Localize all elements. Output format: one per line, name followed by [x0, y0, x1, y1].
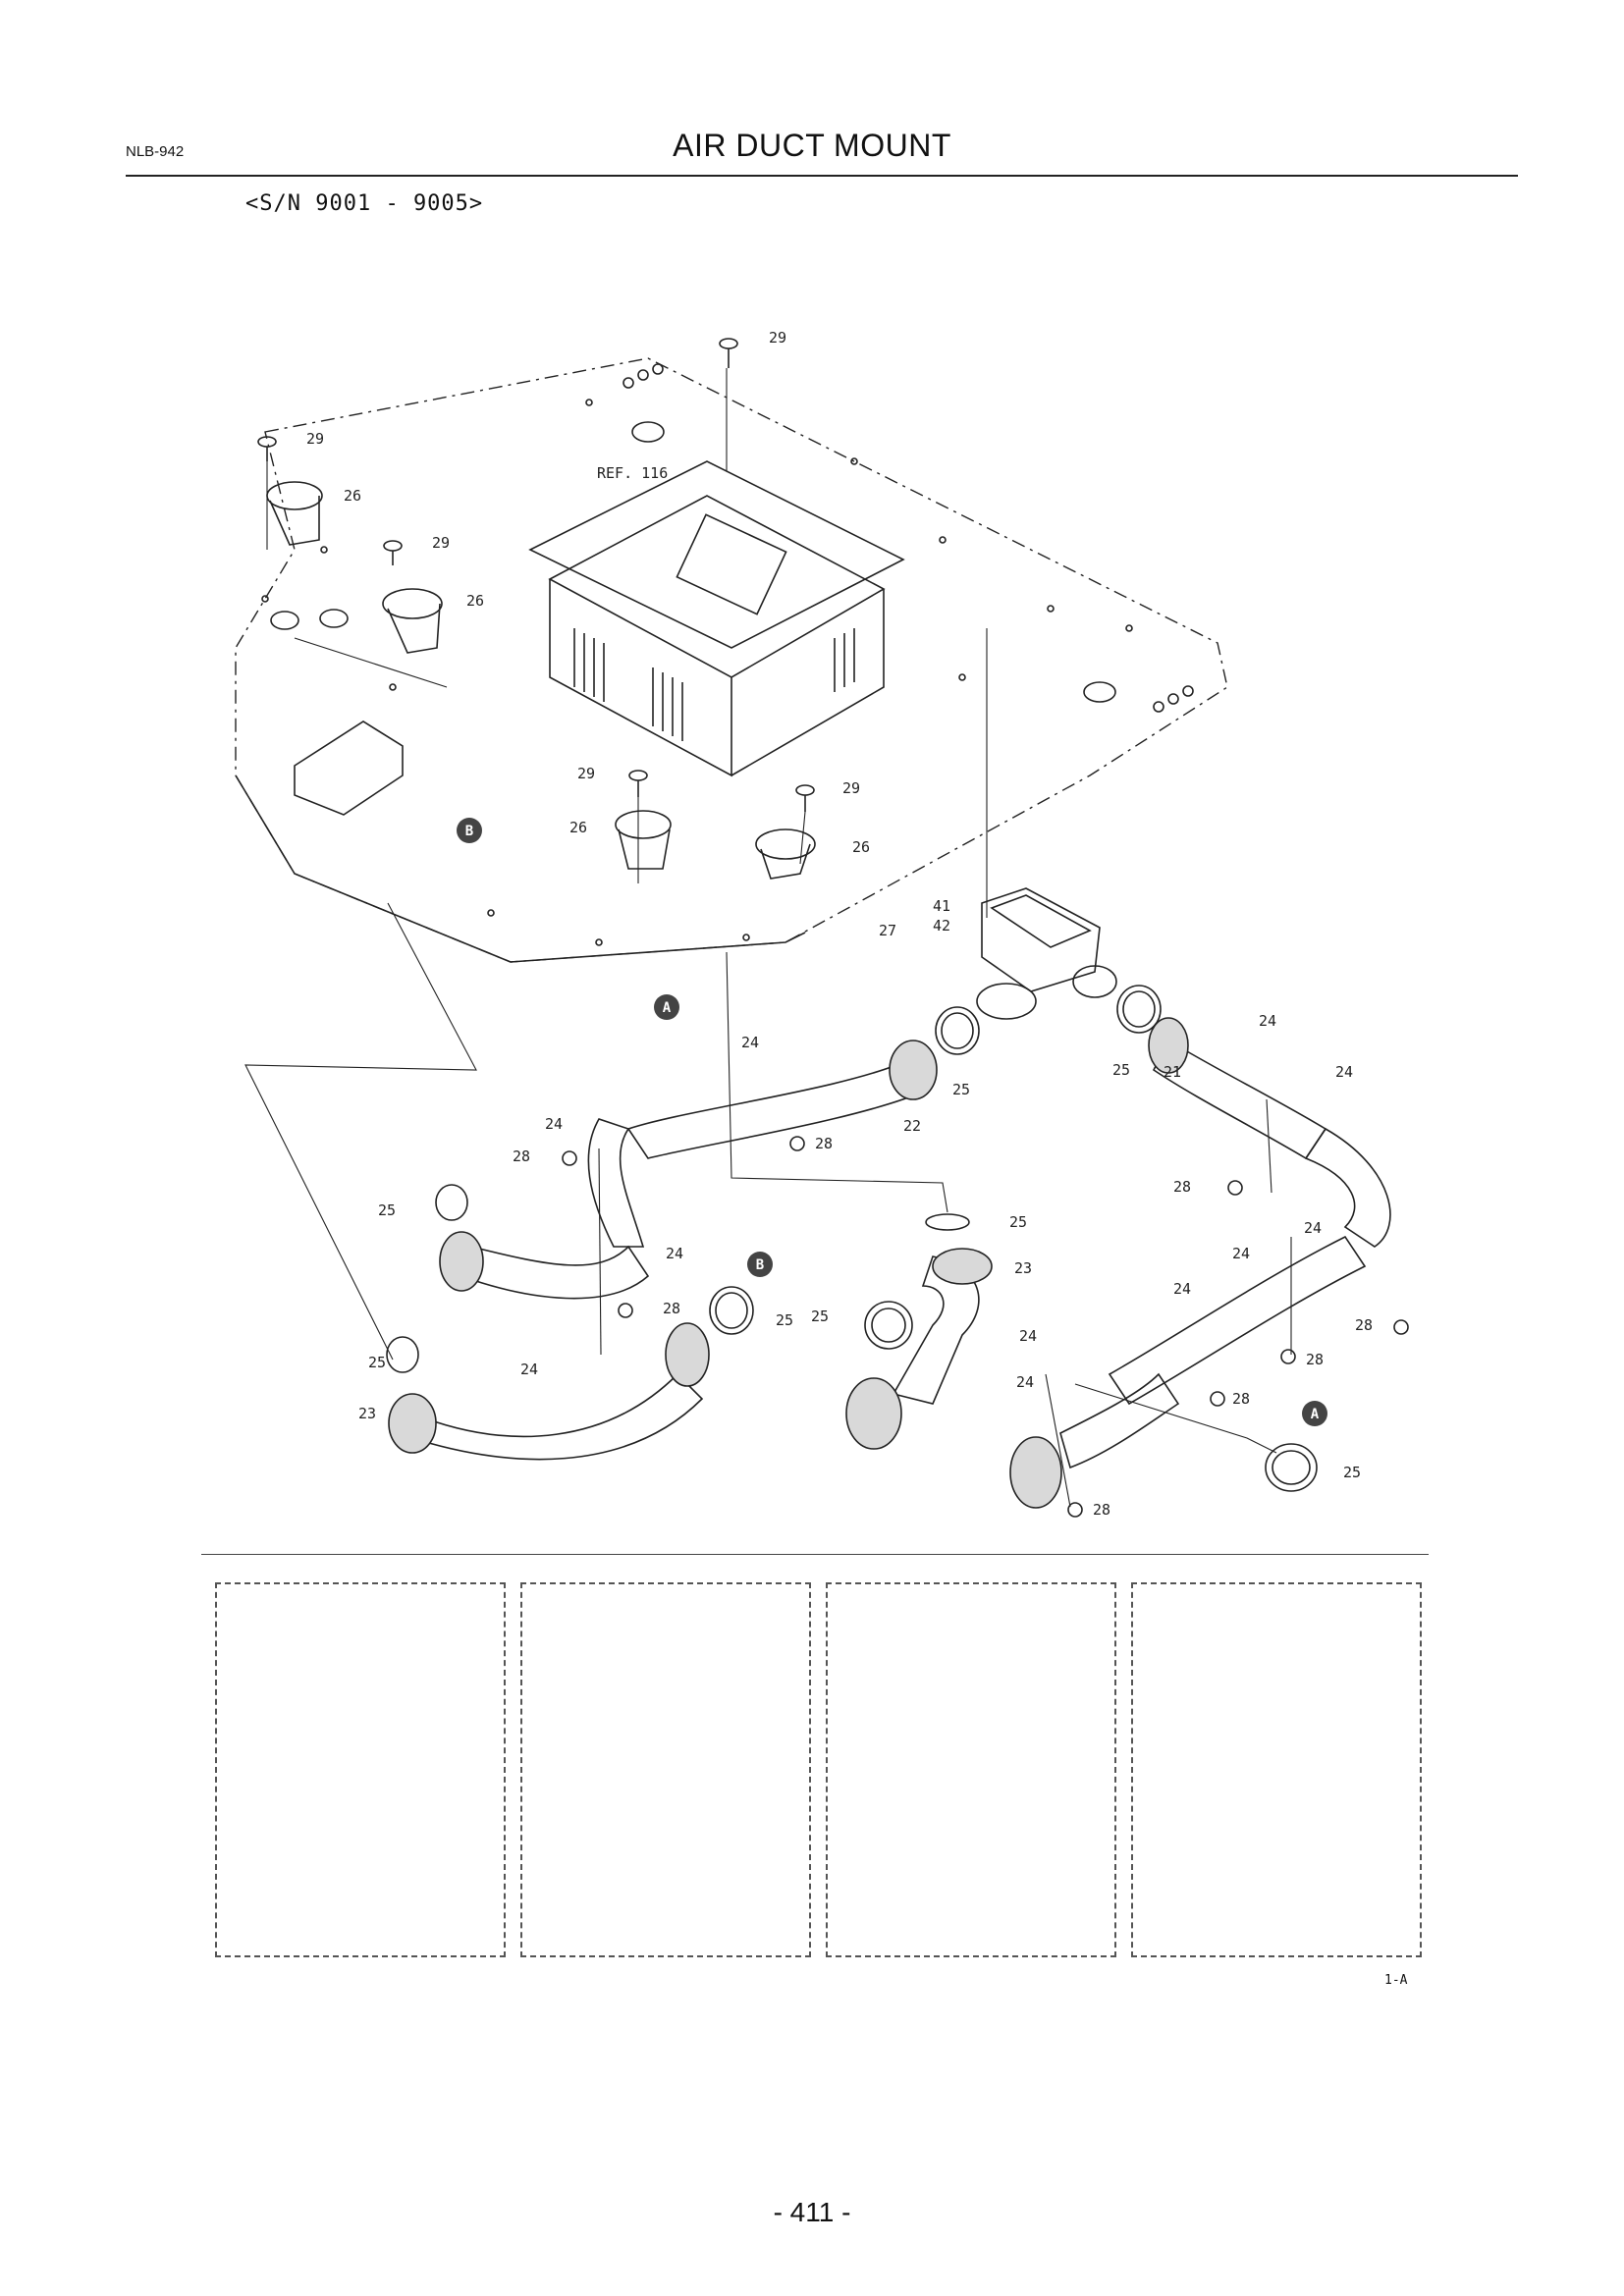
callout-26: 26: [466, 592, 484, 610]
distributor-box: [976, 887, 1117, 1020]
callout-29: 29: [842, 779, 860, 797]
note-panel-4: [1131, 1582, 1422, 1957]
callout-28: 28: [513, 1148, 530, 1165]
callout-26: 26: [344, 487, 361, 505]
bolt-group: [257, 338, 815, 812]
hose-clamp-group: [386, 985, 1318, 1492]
callout-22: 22: [903, 1117, 921, 1135]
floor-plate-edge: [235, 774, 806, 963]
duct-outlet-group: [266, 481, 816, 880]
callout-23: 23: [358, 1405, 376, 1422]
section-separator: [201, 1554, 1429, 1555]
heater-box: [528, 460, 905, 777]
callout-27: 27: [879, 922, 896, 939]
svg-text:B: B: [465, 824, 473, 839]
callout-28: 28: [1173, 1178, 1191, 1196]
callout-24: 24: [1016, 1373, 1034, 1391]
callout-42: 42: [933, 917, 950, 934]
svg-text:B: B: [756, 1257, 764, 1273]
svg-text:A: A: [1311, 1407, 1320, 1422]
callout-24: 24: [1173, 1280, 1191, 1298]
page-number: - 411 -: [773, 2197, 851, 2227]
callout-28: 28: [663, 1300, 680, 1317]
callout-25: 25: [811, 1308, 829, 1325]
floor-plate-outline: [235, 357, 1228, 963]
callout-41: 41: [933, 897, 950, 915]
callout-24: 24: [1019, 1327, 1037, 1345]
note-panel-3: [826, 1582, 1116, 1957]
callout-29: 29: [769, 329, 786, 347]
callout-25: 25: [1009, 1213, 1027, 1231]
exploded-parts-diagram: A A B B REF. 116 29 29 26 29 26 29 29 26…: [235, 329, 1409, 1519]
callout-28: 28: [1232, 1390, 1250, 1408]
callout-21: 21: [1164, 1063, 1181, 1081]
document-code: NLB-942: [126, 143, 185, 160]
serial-range: <S/N 9001 - 9005>: [245, 191, 484, 216]
callout-28: 28: [1093, 1501, 1110, 1519]
left-bracket: [294, 721, 404, 816]
callout-23: 23: [1014, 1259, 1032, 1277]
callout-25: 25: [1343, 1464, 1361, 1481]
callout-25: 25: [368, 1354, 386, 1371]
callout-24: 24: [1304, 1219, 1322, 1237]
marker-b-upper: B: [457, 818, 482, 843]
callout-24: 24: [520, 1361, 538, 1378]
callout-26: 26: [852, 838, 870, 856]
callout-ref-116: REF. 116: [597, 464, 668, 482]
callout-24: 24: [1259, 1012, 1276, 1030]
callout-29: 29: [577, 765, 595, 782]
marker-a-lower: A: [1302, 1401, 1327, 1426]
corrugated-end-group: [388, 1017, 1189, 1509]
callout-29: 29: [432, 534, 450, 552]
callout-28: 28: [1306, 1351, 1324, 1368]
callout-29: 29: [306, 430, 324, 448]
callout-25: 25: [952, 1081, 970, 1098]
figure-code: 1-A: [1384, 1973, 1408, 1988]
callout-24: 24: [545, 1115, 563, 1133]
page-title: AIR DUCT MOUNT: [673, 128, 951, 163]
note-panel-1: [215, 1582, 506, 1957]
callout-28: 28: [1355, 1316, 1373, 1334]
marker-a-upper: A: [654, 994, 679, 1020]
callout-25: 25: [776, 1311, 793, 1329]
leader-lines: [244, 368, 1292, 1508]
callout-28: 28: [815, 1135, 833, 1152]
callout-25: 25: [1112, 1061, 1130, 1079]
marker-b-lower: B: [747, 1252, 773, 1277]
title-rule: [126, 175, 1518, 177]
callout-26: 26: [569, 819, 587, 836]
svg-text:A: A: [663, 1000, 672, 1016]
callout-24: 24: [1335, 1063, 1353, 1081]
callout-24: 24: [741, 1034, 759, 1051]
note-panel-2: [520, 1582, 811, 1957]
plate-holes: [261, 363, 1194, 946]
callout-24: 24: [1232, 1245, 1250, 1262]
callout-24: 24: [666, 1245, 683, 1262]
callout-25: 25: [378, 1201, 396, 1219]
nut-group: [562, 1136, 1409, 1518]
